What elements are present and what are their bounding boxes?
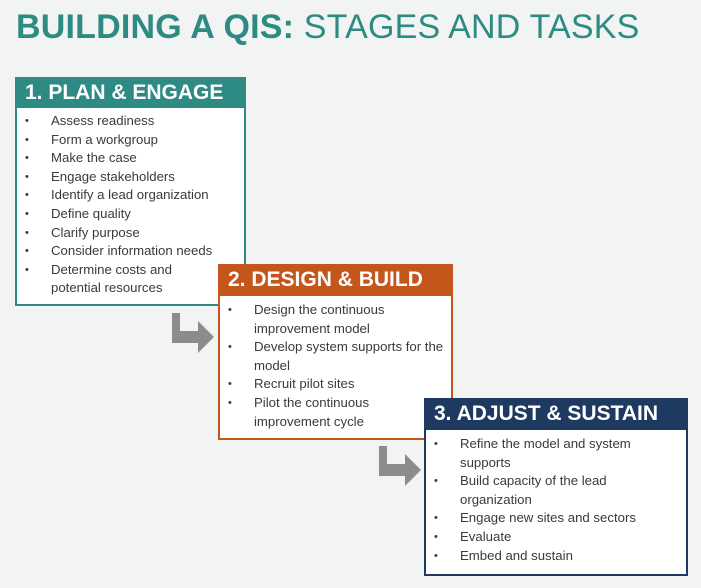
list-item: • Evaluate	[426, 528, 686, 547]
bullet-icon: •	[25, 115, 29, 127]
list-item: • Refine the model and system supports	[426, 435, 686, 472]
task-label: Evaluate	[460, 528, 512, 544]
list-item: • Engage new sites and sectors	[426, 509, 686, 528]
bullet-icon: •	[434, 530, 438, 543]
bullet-icon: •	[25, 245, 29, 258]
page-title-bold: BUILDING A QIS:	[16, 8, 295, 46]
task-label: Consider information needs	[51, 243, 213, 259]
page-title-light: STAGES AND TASKS	[303, 8, 640, 46]
bullet-icon: •	[228, 341, 232, 354]
list-item: • Determine costs and potential resources	[17, 261, 244, 298]
task-list: • Assess readiness • Form a workgroup • Mak…	[17, 108, 244, 298]
list-item: • Pilot the continuous improvement cycle	[220, 394, 451, 431]
bullet-icon: •	[434, 512, 438, 525]
bullet-icon: •	[228, 304, 232, 316]
list-item: • Identify a lead organization	[17, 186, 244, 205]
stage-plan-engage-box: 1. PLAN & ENGAGE • Assess readiness • Form…	[15, 77, 246, 306]
list-item: • Build capacity of the lead organization	[426, 472, 686, 509]
stage-heading: 3. ADJUST & SUSTAIN	[424, 398, 688, 430]
stage-design-build-box: 2. DESIGN & BUILD • Design the continuous…	[218, 264, 453, 440]
task-label: Define quality	[51, 205, 131, 221]
task-label: Design the continuous improvement model	[254, 302, 385, 336]
list-item: • Make the case	[17, 149, 244, 168]
list-item: • Assess readiness	[17, 112, 244, 131]
bullet-icon: •	[25, 152, 29, 165]
bullet-icon: •	[25, 189, 29, 202]
task-list: • Design the continuous improvement model…	[220, 296, 451, 431]
list-item: • Form a workgroup	[17, 131, 244, 150]
list-item: • Engage stakeholders	[17, 168, 244, 187]
task-label: Build capacity of the lead organization	[460, 473, 607, 507]
task-label: Develop system supports for the model	[254, 339, 444, 373]
page-title: BUILDING A QIS: STAGES AND TASKS	[16, 8, 640, 47]
bullet-icon: •	[228, 378, 232, 391]
task-label: Pilot the continuous improvement cycle	[254, 394, 370, 429]
list-item: • Recruit pilot sites	[220, 375, 451, 394]
list-item: • Consider information needs	[17, 242, 244, 261]
list-item: • Define quality	[17, 205, 244, 224]
bullet-icon: •	[25, 133, 29, 146]
arrow-right-icon	[172, 313, 214, 353]
task-label: Clarify purpose	[51, 224, 140, 240]
task-label: Engage stakeholders	[51, 168, 175, 184]
bullet-icon: •	[25, 263, 29, 276]
list-item: • Embed and sustain	[426, 547, 686, 566]
bullet-icon: •	[228, 396, 232, 409]
arrow-right-icon	[379, 446, 421, 486]
stage-adjust-sustain-box: 3. ADJUST & SUSTAIN • Refine the model an…	[424, 398, 688, 576]
task-label: Identify a lead organization	[51, 187, 209, 203]
stage-heading: 1. PLAN & ENGAGE	[15, 77, 246, 108]
task-label: Recruit pilot sites	[254, 376, 355, 392]
task-label: Determine costs and potential resources	[51, 261, 172, 296]
bullet-icon: •	[434, 438, 438, 450]
task-label: Form a workgroup	[51, 131, 159, 147]
bullet-icon: •	[25, 207, 29, 220]
list-item: • Clarify purpose	[17, 224, 244, 243]
bullet-icon: •	[25, 170, 29, 183]
list-item: • Design the continuous improvement model	[220, 301, 451, 338]
task-label: Make the case	[51, 150, 137, 166]
bullet-icon: •	[434, 549, 438, 562]
bullet-icon: •	[25, 226, 29, 239]
task-label: Embed and sustain	[460, 547, 573, 563]
bullet-icon: •	[434, 475, 438, 488]
task-label: Assess readiness	[51, 113, 155, 128]
task-label: Refine the model and system supports	[460, 436, 631, 470]
task-label: Engage new sites and sectors	[460, 510, 636, 526]
list-item: • Develop system supports for the model	[220, 338, 451, 375]
stage-heading: 2. DESIGN & BUILD	[218, 264, 453, 296]
task-list: • Refine the model and system supports • B…	[426, 430, 686, 565]
